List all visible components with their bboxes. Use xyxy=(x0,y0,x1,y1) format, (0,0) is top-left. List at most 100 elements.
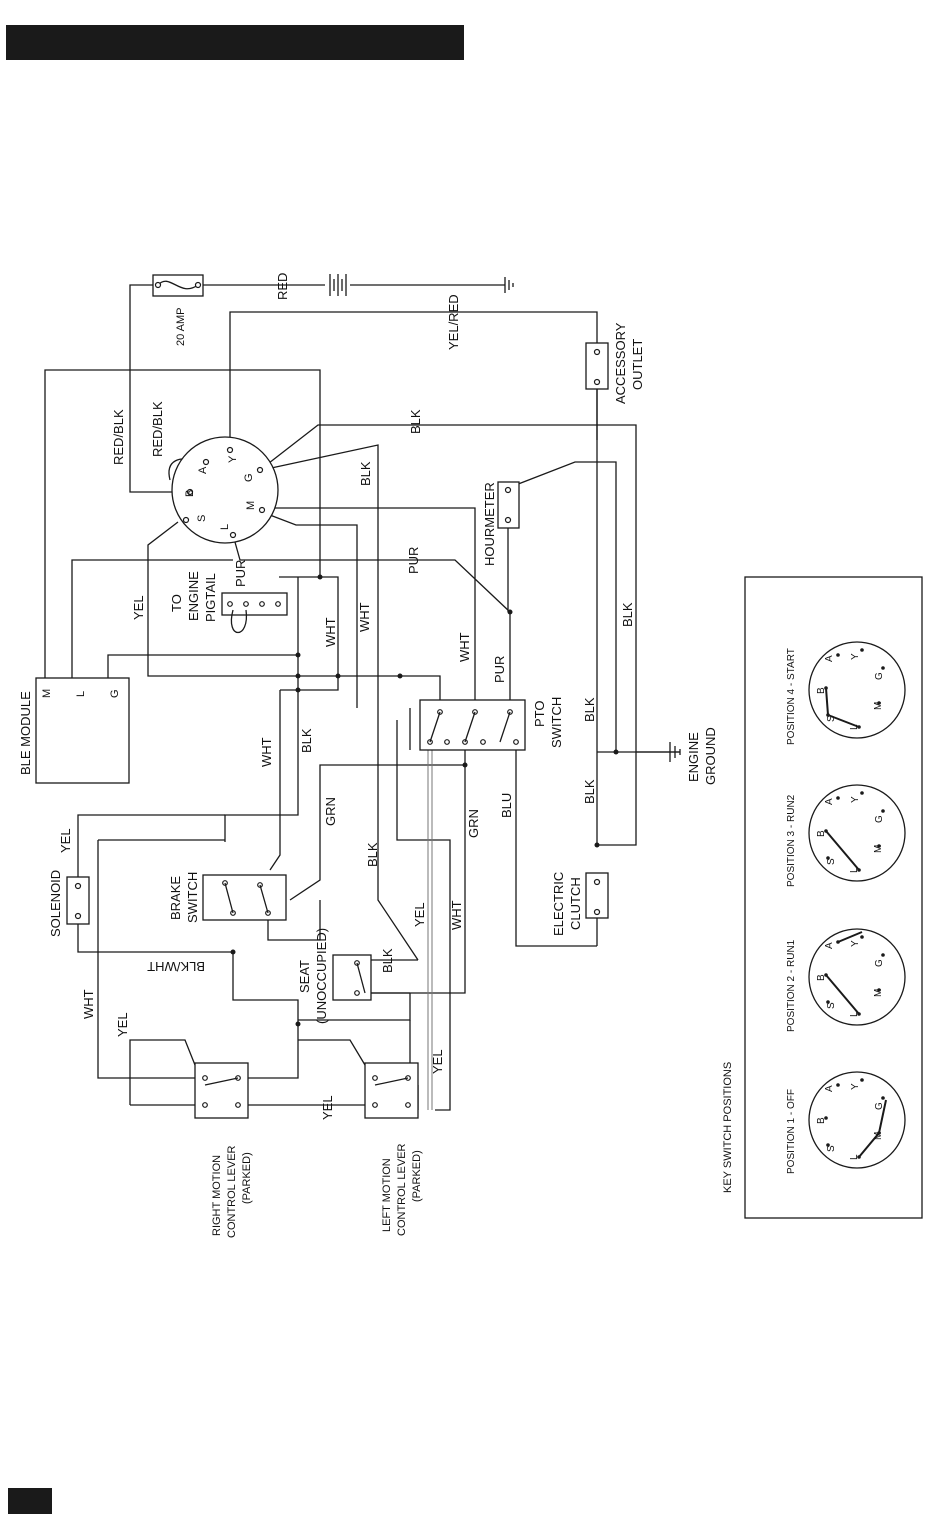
solenoid xyxy=(66,876,90,925)
label-pur-3: PUR xyxy=(492,656,507,683)
label-pigtail-2: ENGINE xyxy=(186,571,201,621)
label-electric-clutch-2: CLUTCH xyxy=(568,877,583,930)
left-motion-lever xyxy=(364,1062,419,1119)
labels: RED 20 AMP YEL/RED ACCESSORY OUTLET RED/… xyxy=(18,273,718,1238)
label-blk-6: BLK xyxy=(365,842,380,867)
label-pur-1: PUR xyxy=(406,547,421,574)
ign-term-l: L xyxy=(219,524,231,530)
pto-switch xyxy=(419,699,526,751)
key-switch-title: KEY SWITCH POSITIONS xyxy=(722,1062,734,1193)
accessory-outlet xyxy=(585,342,609,390)
label-blk-pto: BLK xyxy=(582,697,597,722)
label-yel-9: YEL xyxy=(320,1095,335,1120)
label-pur-2: PUR xyxy=(233,560,248,587)
svg-text:L: L xyxy=(849,1154,860,1160)
label-yel-8: YEL xyxy=(430,1049,445,1074)
label-wht-1: WHT xyxy=(323,617,338,647)
label-yel-s: YEL xyxy=(131,595,146,620)
label-pigtail-3: PIGTAIL xyxy=(203,573,218,622)
ble-term-m: M xyxy=(41,689,53,698)
label-blk-wht: BLK/WHT xyxy=(147,959,205,974)
label-wht-2: WHT xyxy=(357,602,372,632)
label-left-lever-1: LEFT MOTION xyxy=(381,1158,393,1232)
label-left-lever-2: CONTROL LEVER xyxy=(396,1143,408,1236)
label-blk-g: BLK xyxy=(358,461,373,486)
svg-text:G: G xyxy=(874,1102,885,1110)
svg-text:M: M xyxy=(873,702,884,710)
svg-text:Y: Y xyxy=(850,1083,861,1090)
svg-text:L: L xyxy=(849,724,860,730)
label-ble-module: BLE MODULE xyxy=(18,691,33,775)
label-blk-4: BLK xyxy=(299,728,314,753)
svg-text:G: G xyxy=(874,815,885,823)
label-seat-2: (UNOCCUPIED) xyxy=(314,928,329,1024)
label-electric-clutch-1: ELECTRIC xyxy=(551,872,566,936)
svg-text:M: M xyxy=(873,989,884,997)
svg-text:Y: Y xyxy=(850,940,861,947)
ign-term-y: Y xyxy=(227,455,239,463)
svg-text:A: A xyxy=(824,655,835,662)
svg-text:B: B xyxy=(816,830,827,837)
label-seat-1: SEAT xyxy=(297,960,312,993)
ign-term-g: G xyxy=(243,473,255,482)
label-yel-red: YEL/RED xyxy=(446,294,461,350)
label-accessory-1: ACCESSORY xyxy=(613,322,628,404)
label-wht-4: WHT xyxy=(259,737,274,767)
key-pos-3-label: POSITION 3 - RUN2 xyxy=(786,794,797,887)
key-switch-panel: KEY SWITCH POSITIONS POSITION 1 - OFF PO… xyxy=(722,576,923,1219)
ign-term-b: B xyxy=(184,490,196,497)
label-hourmeter: HOURMETER xyxy=(482,482,497,566)
ble-term-l: L xyxy=(75,691,87,697)
svg-text:S: S xyxy=(826,715,837,722)
svg-text:Y: Y xyxy=(850,653,861,660)
label-grn-2: GRN xyxy=(466,809,481,838)
label-red-blk-1: RED/BLK xyxy=(111,409,126,465)
label-brake-2: SWITCH xyxy=(185,872,200,923)
label-pigtail-1: TO xyxy=(169,594,184,612)
label-fuse: 20 AMP xyxy=(175,307,187,346)
label-right-lever-3: (PARKED) xyxy=(241,1152,253,1204)
svg-text:B: B xyxy=(816,687,827,694)
right-motion-lever xyxy=(194,1062,249,1119)
label-solenoid: SOLENOID xyxy=(48,870,63,937)
label-pto-2: SWITCH xyxy=(549,697,564,748)
label-accessory-2: OUTLET xyxy=(630,339,645,390)
electric-clutch xyxy=(585,872,609,919)
label-red: RED xyxy=(275,273,290,300)
key-pos-1: S B A Y G M L xyxy=(808,1071,906,1169)
svg-text:M: M xyxy=(873,845,884,853)
engine-pigtail xyxy=(221,592,288,634)
svg-text:L: L xyxy=(849,1011,860,1017)
svg-text:S: S xyxy=(826,1145,837,1152)
ign-term-a: A xyxy=(197,466,209,474)
label-right-lever-1: RIGHT MOTION xyxy=(211,1155,223,1236)
brake-switch xyxy=(202,874,287,921)
hourmeter xyxy=(497,481,520,529)
label-engine-ground-1: ENGINE xyxy=(686,732,701,782)
label-engine-ground-2: GROUND xyxy=(703,727,718,785)
label-yel-sol: YEL xyxy=(58,828,73,853)
key-pos-2-label: POSITION 2 - RUN1 xyxy=(786,939,797,1032)
svg-text:G: G xyxy=(874,959,885,967)
label-wht-3: WHT xyxy=(457,632,472,662)
label-grn-1: GRN xyxy=(323,797,338,826)
label-blk-seat: BLK xyxy=(380,948,395,973)
svg-text:B: B xyxy=(816,974,827,981)
key-pos-4-label: POSITION 4 - START xyxy=(786,648,797,745)
svg-text:S: S xyxy=(826,1002,837,1009)
label-right-lever-2: CONTROL LEVER xyxy=(226,1145,238,1238)
header-bar xyxy=(6,25,464,60)
svg-text:L: L xyxy=(849,867,860,873)
label-red-blk-2: RED/BLK xyxy=(150,401,165,457)
key-pos-4: S B A Y G M L xyxy=(808,641,906,739)
ign-term-m: M xyxy=(245,501,257,510)
ignition-switch xyxy=(171,436,279,544)
label-blk-right: BLK xyxy=(620,602,635,627)
junction-dots xyxy=(230,574,619,1027)
label-yel-mid: YEL xyxy=(412,902,427,927)
svg-text:A: A xyxy=(824,1085,835,1092)
fuse xyxy=(152,274,204,297)
ign-term-s: S xyxy=(196,515,208,522)
seat-switch xyxy=(332,954,372,1001)
